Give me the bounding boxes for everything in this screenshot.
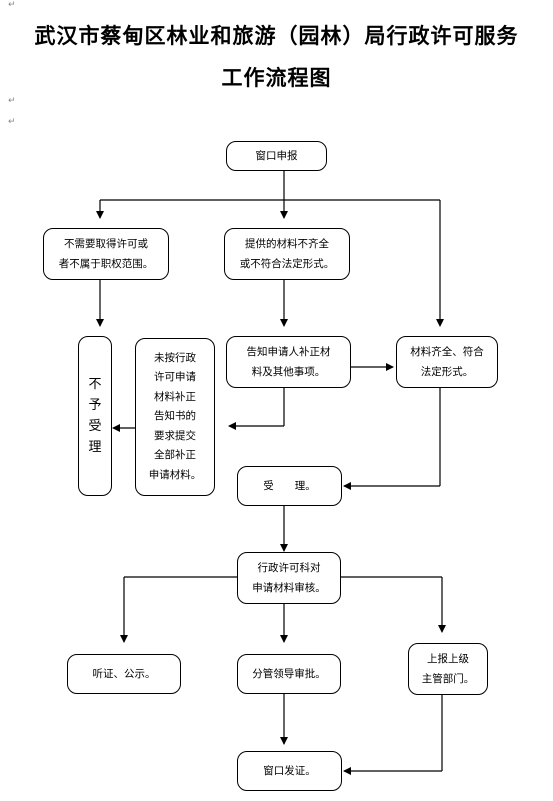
paragraph-mark: ↵ — [8, 96, 16, 106]
page-subtitle: 工作流程图 — [221, 65, 332, 90]
node-hearing: 听证、公示。 — [67, 654, 181, 694]
page-title: 武汉市蔡甸区林业和旅游（园林）局行政许可服务 — [34, 23, 519, 48]
node-leader-approval: 分管领导审批。 — [237, 654, 341, 694]
node-not-accepted: 不 予 受 理 — [78, 336, 112, 496]
node-materials-complete: 材料齐全、符合 法定形式。 — [396, 336, 498, 388]
node-window-apply: 窗口申报 — [226, 141, 327, 171]
node-review: 行政许可科对 申请材料审核。 — [237, 552, 341, 604]
node-not-submitted: 未按行政 许可申请 材料补正 告知书的 要求提交 全部补正 申请材料。 — [135, 338, 215, 496]
node-materials-incomplete: 提供的材料不齐全 或不符合法定形式。 — [224, 228, 350, 280]
node-issue-certificate: 窗口发证。 — [237, 751, 342, 791]
node-accepted: 受 理。 — [237, 466, 342, 506]
node-not-required: 不需要取得许可或 者不属于职权范围。 — [43, 228, 169, 280]
paragraph-mark: ↵ — [8, 117, 16, 127]
paragraph-mark: ↵ — [8, 0, 16, 10]
node-notify-supplement: 告知申请人补正材 料及其他事项。 — [226, 336, 351, 388]
node-report-superior: 上报上级 主管部门。 — [408, 643, 488, 695]
